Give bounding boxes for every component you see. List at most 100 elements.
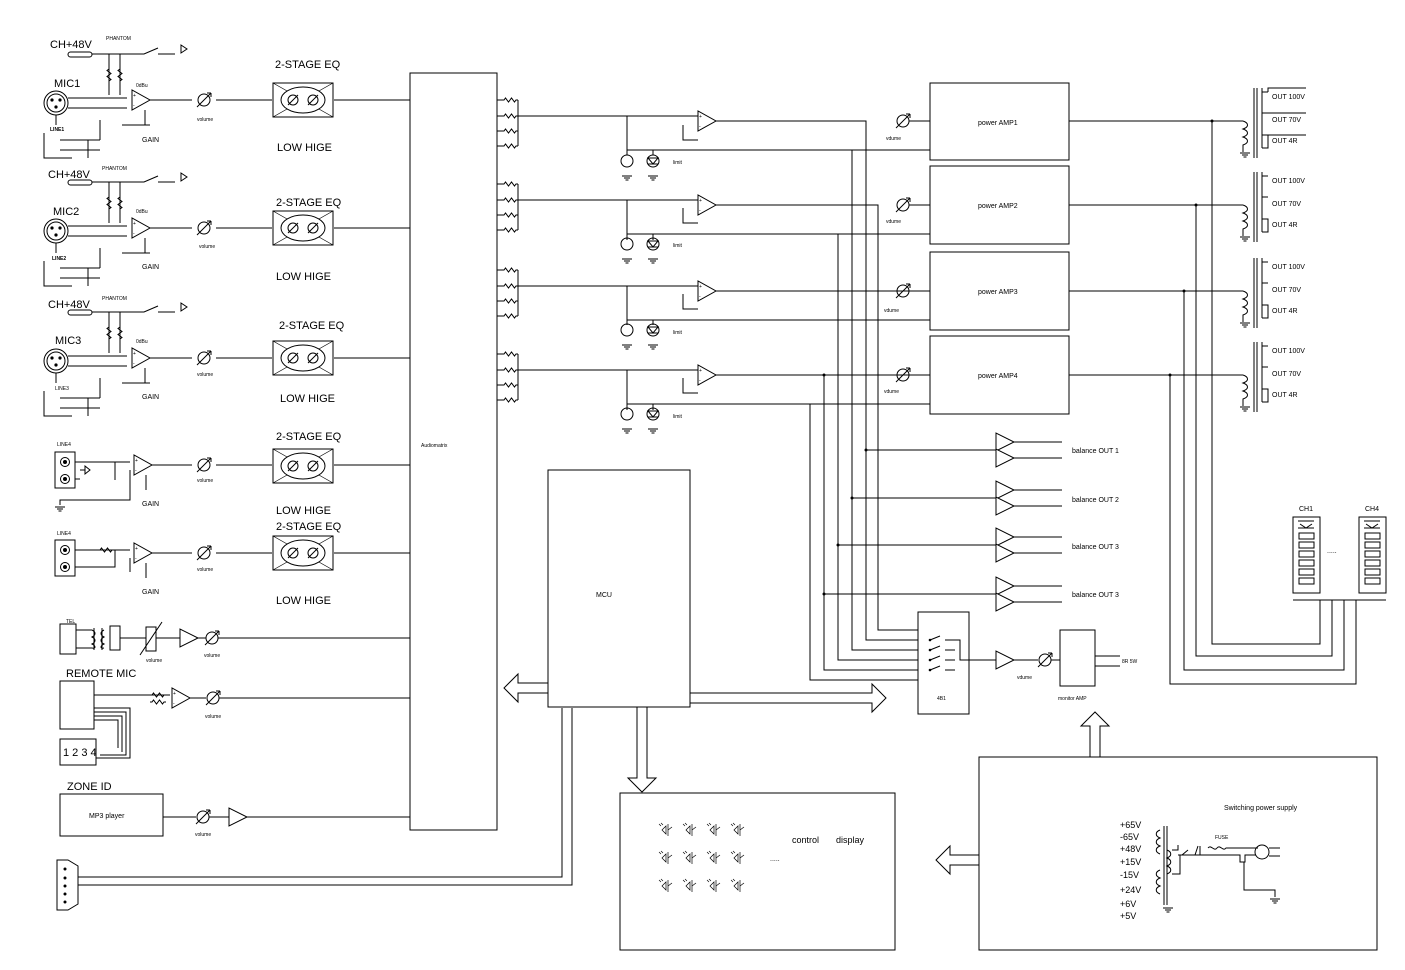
gain-label: GAIN (142, 589, 159, 596)
volume-label: volume (197, 478, 213, 484)
voltage-minus-65v: -65V (1120, 832, 1139, 842)
mic-channel-3: CH+48V PHANTOM MIC3 LINE3 0dBu GAIN volu… (43, 296, 410, 417)
balance-out-label: balance OUT 3 (1072, 592, 1119, 599)
voltage-65v: +65V (1120, 820, 1141, 830)
volume-label: volume (197, 567, 213, 573)
out-70v-label: OUT 70V (1272, 371, 1301, 378)
voltage-24v: +24V (1120, 885, 1141, 895)
zone-id: ZONE ID MP3 player volume (59, 781, 410, 838)
psu-arrows (935, 711, 1111, 876)
amp-volume-label: vdume (886, 219, 901, 225)
voltage-15v: +15V (1120, 857, 1141, 867)
monitor-section: 4B1 vdume monitor AMP 8R 5W (917, 611, 1138, 715)
gain-label: GAIN (142, 137, 159, 144)
mp3-player-box (59, 793, 164, 837)
mic-label: MIC2 (53, 206, 79, 218)
output-transformers: OUT 100V OUT 70V OUT 4R OUT 100V OUT 70V… (1239, 87, 1306, 412)
out-100v-label: OUT 100V (1272, 348, 1305, 355)
balance-out-label: balance OUT 1 (1072, 448, 1119, 455)
amp-volume-label: vdume (884, 389, 899, 395)
balance-out-label: balance OUT 2 (1072, 497, 1119, 504)
line-channel-4a: LINE4 GAIN volume 2-STAGE EQ LOW HIGE (54, 431, 410, 517)
signal-buses (809, 128, 996, 681)
phantom-label: CH+48V (48, 169, 91, 181)
line-channel-4b: LINE4 GAIN volume 2-STAGE EQ LOW HIGE (54, 521, 410, 607)
tel-volume-label: volume (146, 658, 162, 664)
eq-bands: LOW HIGE (276, 595, 331, 607)
remote-volume-label: volume (205, 714, 221, 720)
level-meters: CH1 CH4 ..... (1168, 119, 1387, 685)
eq-bands: LOW HIGE (280, 393, 335, 405)
limit-label: limit (673, 330, 682, 336)
out-70v-label: OUT 70V (1272, 117, 1301, 124)
keypad-label: 1 2 3 4 (63, 747, 97, 759)
power-amp-label: power AMP4 (978, 373, 1018, 380)
out-4r-label: OUT 4R (1272, 222, 1298, 229)
out-4r-label: OUT 4R (1272, 392, 1298, 399)
db9-port (56, 708, 573, 911)
power-amp-1 (929, 82, 1070, 161)
mcu-label: MCU (596, 592, 612, 599)
output-chain-1: limit vdume power AMP1 (518, 82, 1243, 181)
mic-xlr-connector (43, 348, 69, 374)
gain-label: GAIN (142, 501, 159, 508)
eq-title: 2-STAGE EQ (276, 197, 342, 209)
power-amp-3 (929, 251, 1070, 331)
zone-volume-label: volume (195, 832, 211, 838)
limit-label: limit (673, 414, 682, 420)
voltage-5v: +5V (1120, 911, 1136, 921)
balance-outputs: balance OUT 1 balance OUT 2 balance OUT … (995, 432, 1119, 612)
phantom-label: CH+48V (48, 299, 91, 311)
power-amp-label: power AMP3 (978, 289, 1018, 296)
eq-title: 2-STAGE EQ (276, 521, 342, 533)
tel-input: TEL volume volume (59, 619, 410, 664)
meter-ch4-label: CH4 (1365, 506, 1379, 513)
power-amp-2 (929, 165, 1070, 245)
level-label: 0dBu (136, 83, 148, 89)
monitor-volume-label: vdume (1017, 675, 1032, 681)
psu-box (978, 756, 1378, 951)
monitor-amp-box (1059, 629, 1096, 687)
voltage-6v: +6V (1120, 899, 1136, 909)
fuse-label: FUSE (1215, 835, 1229, 841)
eq-bands: LOW HIGE (277, 142, 332, 154)
limit-label: limit (673, 160, 682, 166)
balance-out-label: balance OUT 3 (1072, 544, 1119, 551)
out-4r-label: OUT 4R (1272, 308, 1298, 315)
audio-matrix-box (409, 72, 498, 831)
gain-label: GAIN (142, 264, 159, 271)
mic-channel-2: CH+48V PHANTOM MIC2 LINE2 0dBu GAIN volu… (43, 166, 410, 287)
out-4r-label: OUT 4R (1272, 138, 1298, 145)
mp3-player-label: MP3 player (89, 813, 125, 820)
mic-label: MIC1 (54, 78, 80, 90)
mic-xlr-connector (43, 90, 69, 116)
psu-schematic: FUSE (1155, 826, 1281, 913)
power-amp-label: power AMP1 (978, 120, 1018, 127)
out-70v-label: OUT 70V (1272, 287, 1301, 294)
tel-volume-label-2: volume (204, 653, 220, 659)
eq-bands: LOW HIGE (276, 505, 331, 517)
eq-title: 2-STAGE EQ (279, 320, 345, 332)
power-amp-4 (929, 335, 1070, 415)
eq-title: 2-STAGE EQ (275, 59, 341, 71)
line-label: LINE4 (57, 442, 71, 448)
level-label: 0dBu (136, 209, 148, 215)
output-chain-4: limit vdume power AMP4 (518, 335, 1243, 434)
power-amp-label: power AMP2 (978, 203, 1018, 210)
selector-label: 4B1 (937, 696, 946, 702)
control-label: control (792, 835, 819, 845)
display-label: display (836, 835, 865, 845)
limit-label: limit (673, 243, 682, 249)
output-chain-3: limit vdume power AMP3 (518, 251, 1243, 350)
voltage-48v: +48V (1120, 844, 1141, 854)
mcu-bus-arrows (503, 672, 887, 793)
mic-label: MIC3 (55, 335, 81, 347)
monitor-amp-label: monitor AMP (1058, 696, 1087, 702)
remote-mic-label: REMOTE MIC (66, 668, 136, 680)
matrix-resistor-banks (497, 97, 519, 403)
line-label: LINE4 (57, 531, 71, 537)
monitor-selector-box (917, 611, 970, 715)
phantom-switch-label: PHANTOM (106, 36, 131, 42)
audio-matrix-label: Audiomatrix (421, 443, 448, 449)
